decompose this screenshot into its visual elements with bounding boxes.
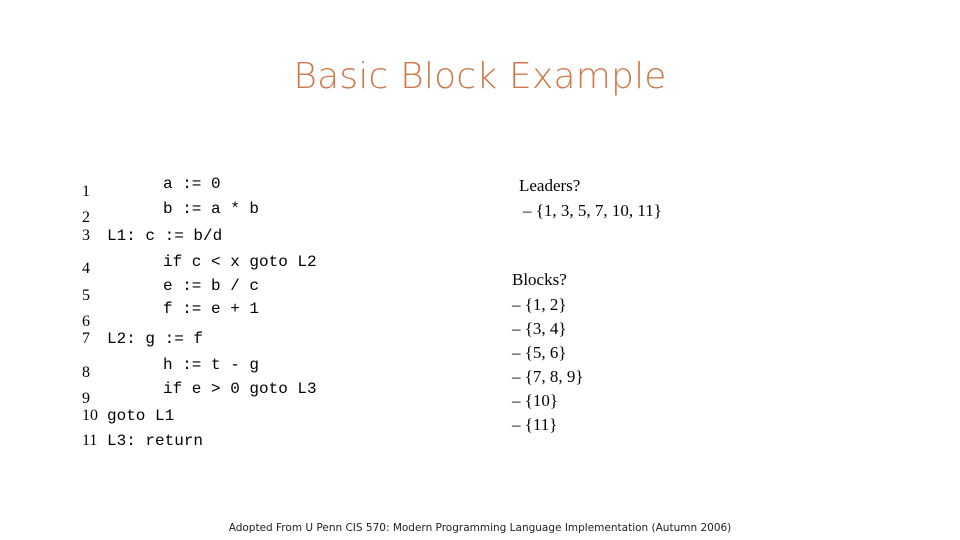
line-number-4: 4	[82, 260, 90, 277]
line-number-2: 2	[82, 209, 90, 226]
leaders-answer: – {1, 3, 5, 7, 10, 11}	[523, 201, 662, 220]
code-line-4: if c < x goto L2	[163, 253, 317, 271]
code-line-10: goto L1	[107, 407, 175, 425]
code-line-5: e := b / c	[163, 277, 260, 295]
footer-citation: Adopted From U Penn CIS 570: Modern Prog…	[228, 522, 732, 534]
line-number-3: 3	[82, 227, 90, 244]
block-item: – {3, 4}	[512, 319, 567, 338]
line-number-7: 7	[82, 330, 90, 347]
leaders-heading: Leaders?	[519, 176, 581, 195]
code-line-9: if e > 0 goto L3	[163, 380, 317, 398]
line-number-8: 8	[82, 364, 90, 381]
block-item: – {1, 2}	[512, 295, 567, 314]
code-line-1: a := 0	[163, 175, 221, 193]
code-line-8: h := t - g	[163, 356, 260, 374]
slide-title: Basic Block Example	[293, 56, 667, 97]
code-line-2: b := a * b	[163, 200, 260, 218]
line-number-10: 10	[82, 407, 98, 424]
line-number-1: 1	[82, 183, 90, 200]
code-line-6: f := e + 1	[163, 300, 260, 318]
line-number-11: 11	[82, 432, 98, 449]
block-item: – {5, 6}	[512, 343, 567, 362]
line-number-9: 9	[82, 390, 90, 407]
block-item: – {7, 8, 9}	[512, 367, 584, 386]
code-line-7: L2: g := f	[107, 330, 204, 348]
blocks-heading: Blocks?	[512, 270, 567, 289]
code-line-3: L1: c := b/d	[107, 227, 223, 245]
line-number-6: 6	[82, 313, 90, 330]
code-line-11: L3: return	[107, 432, 204, 450]
block-item: – {11}	[512, 415, 558, 434]
block-item: – {10}	[512, 391, 559, 410]
line-number-5: 5	[82, 287, 90, 304]
